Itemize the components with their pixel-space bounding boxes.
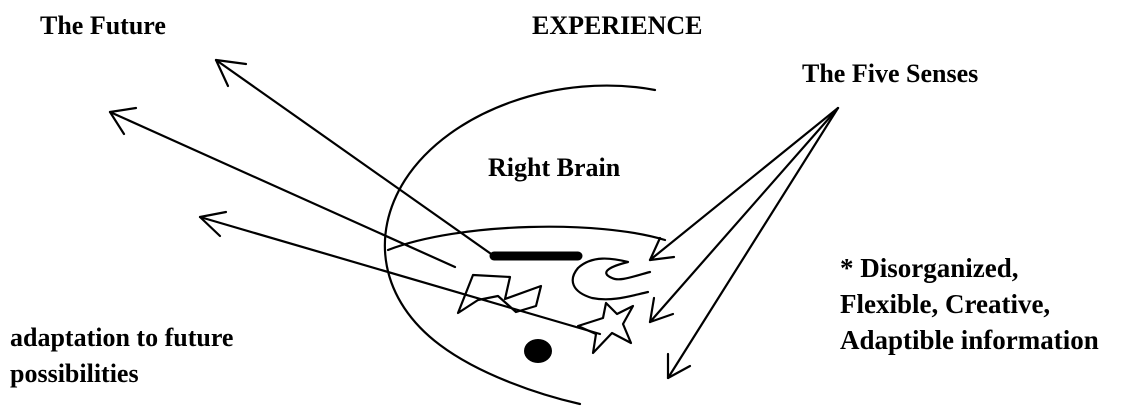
- traits-line-2: Flexible, Creative,: [840, 286, 1099, 322]
- star-shape: [578, 303, 633, 353]
- squiggle-shape: [573, 259, 650, 300]
- experience-label: EXPERIENCE: [532, 10, 702, 43]
- future-label: The Future: [40, 10, 166, 43]
- filled-dot: [524, 339, 552, 363]
- adaptation-line-2: possibilities: [10, 356, 233, 392]
- future-arrows: [110, 60, 600, 334]
- zigzag-shape: [458, 275, 541, 313]
- traits-line-1: * Disorganized,: [840, 250, 1099, 286]
- traits-line-3: Adaptible information: [840, 322, 1099, 358]
- adaptation-line-1: adaptation to future: [10, 320, 233, 356]
- brain-outline: [385, 86, 655, 404]
- adaptation-text: adaptation to future possibilities: [10, 320, 233, 392]
- traits-text: * Disorganized, Flexible, Creative, Adap…: [840, 250, 1099, 358]
- right-brain-label: Right Brain: [488, 152, 620, 185]
- five-senses-label: The Five Senses: [802, 58, 978, 91]
- senses-arrows: [650, 108, 838, 378]
- brain-fold-arc: [388, 227, 665, 250]
